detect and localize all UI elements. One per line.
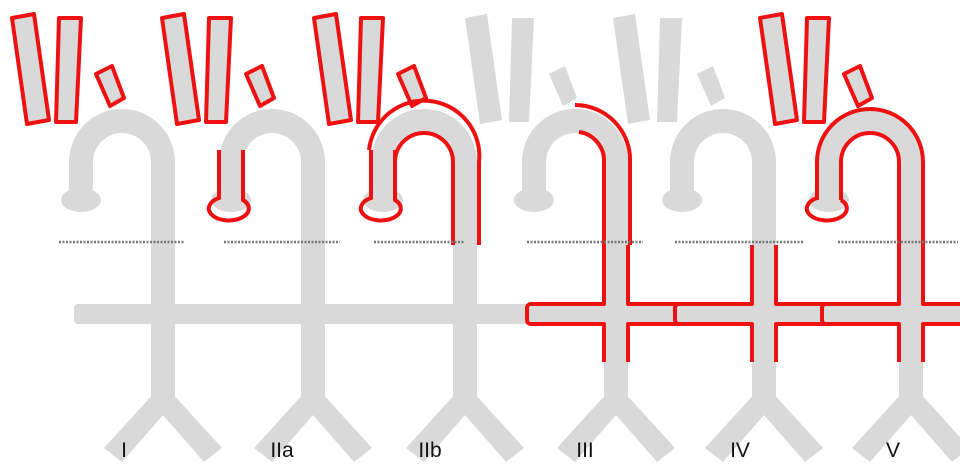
type-label-1: I — [121, 439, 127, 462]
diagram-panel-type-5 — [760, 14, 960, 462]
type-label-2b: IIb — [418, 439, 441, 462]
type-label-2a: IIa — [270, 439, 294, 462]
type-label-3: III — [576, 439, 594, 462]
dissection-abdominal-outline — [822, 245, 960, 362]
type-label-4: IV — [730, 439, 750, 462]
type-label-5: V — [886, 439, 900, 462]
dissection-inner-outline — [395, 133, 453, 245]
